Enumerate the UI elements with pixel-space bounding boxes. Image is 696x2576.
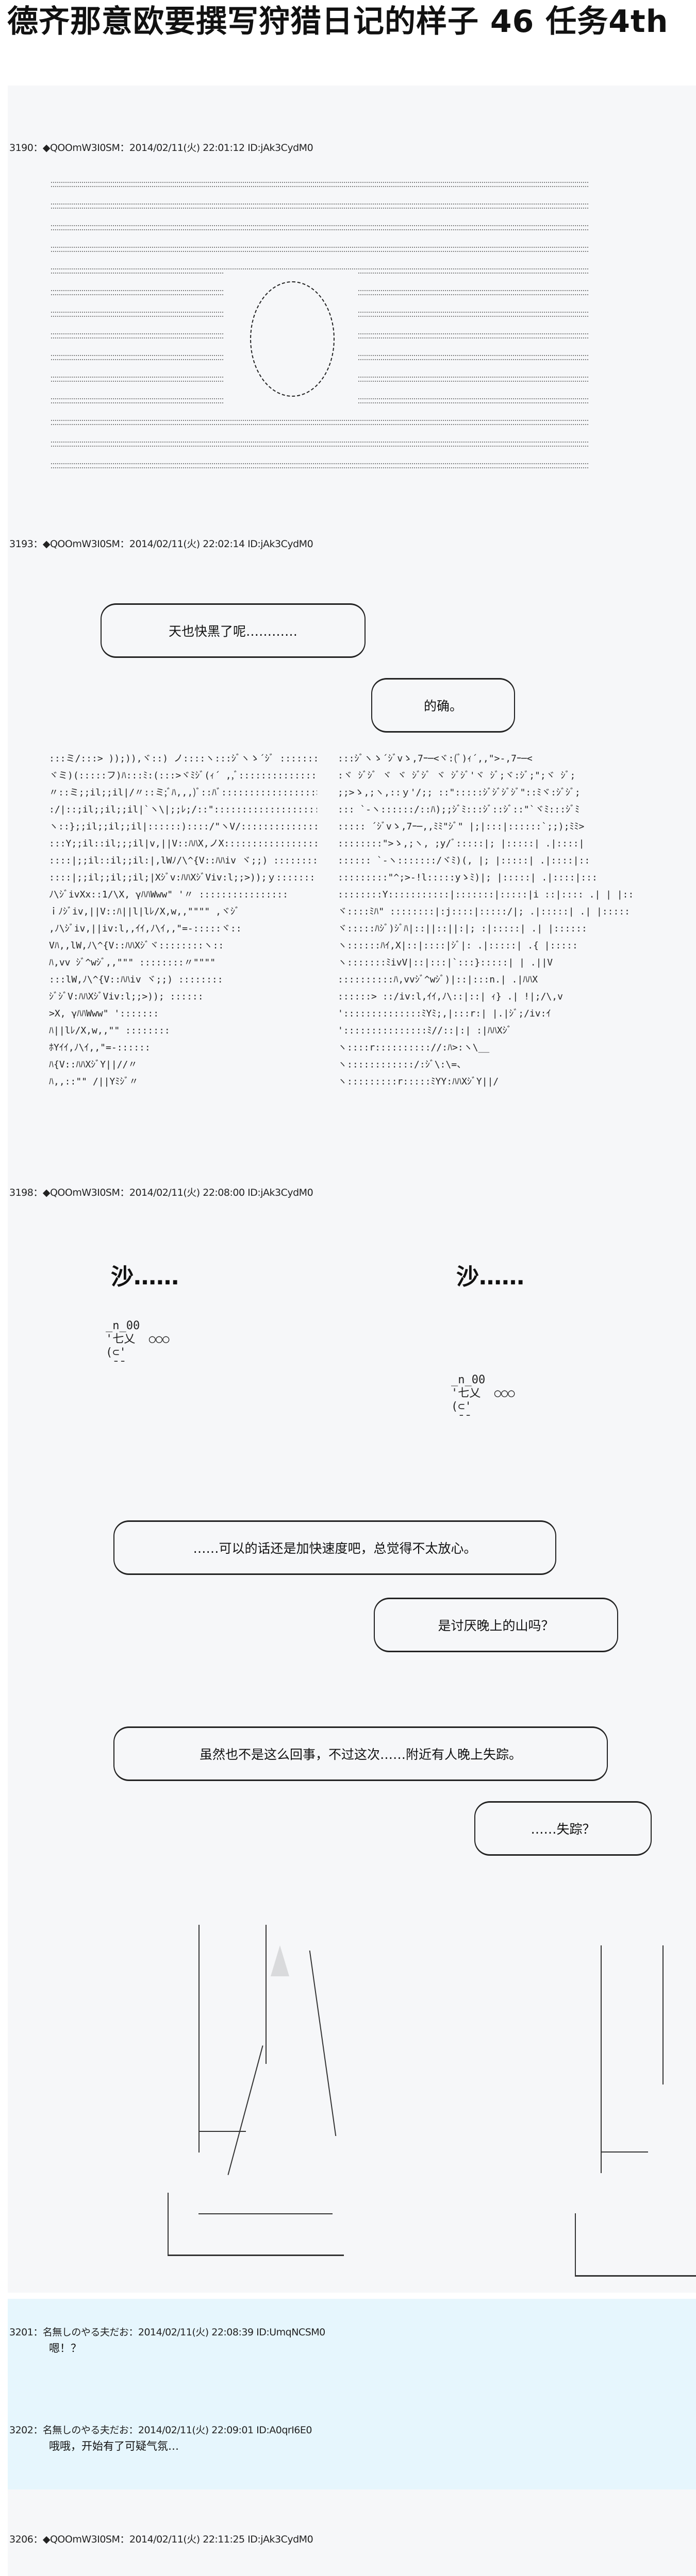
moon-icon — [250, 281, 335, 397]
sfx-rustle: 沙…… — [111, 1264, 179, 1290]
post-3190: 3190：◆QOOmW3I0SM：2014/02/11(火) 22:01:12 … — [8, 86, 696, 508]
post-3193: 3193：◆QOOmW3I0SM：2014/02/11(火) 22:02:14 … — [8, 508, 696, 1131]
post-3201: 3201：名無しのやる夫だお：2014/02/11(火) 22:08:39 ID… — [8, 2299, 696, 2395]
post-body: 哦哦，开始有了可疑气氛… — [49, 2440, 179, 2452]
speech-bubble: 虽然也不是这么回事，不过这次……附近有人晚上失踪。 — [113, 1726, 608, 1781]
walking-legs-ascii-art-left — [168, 1925, 374, 2275]
bubble-text: ……失踪？ — [531, 1822, 595, 1837]
post-3206: 3206：◆QOOmW3I0SM：2014/02/11(火) 22:11:25 … — [8, 2489, 696, 2576]
sfx-rustle: 沙…… — [456, 1264, 524, 1290]
post-header: 3190：◆QOOmW3I0SM：2014/02/11(火) 22:01:12 … — [9, 142, 313, 154]
bubble-text: 的确。 — [423, 699, 462, 714]
characters-ascii-art-right: :::ｼﾞヽゝ´ｼﾞvゝ,7ｰ─<ヾ:(ﾞ)ｨ´,,">-,7ｰ─< :ヾ ｼﾞ… — [338, 753, 634, 1087]
post-3198: 3198：◆QOOmW3I0SM：2014/02/11(火) 22:08:00 … — [8, 1131, 696, 2293]
speech-bubble: 的确。 — [371, 678, 515, 733]
bubble-text: ……可以的话还是加快速度吧，总觉得不太放心。 — [193, 1541, 477, 1556]
speech-bubble: ……可以的话还是加快速度吧，总觉得不太放心。 — [113, 1520, 556, 1575]
speech-bubble: 是讨厌晚上的山吗？ — [374, 1598, 618, 1652]
post-header: 3202：名無しのやる夫だお：2014/02/11(火) 22:09:01 ID… — [9, 2425, 312, 2436]
post-header: 3193：◆QOOmW3I0SM：2014/02/11(火) 22:02:14 … — [9, 538, 313, 550]
post-body: 嗯！？ — [49, 2342, 81, 2354]
post-3202: 3202：名無しのやる夫だお：2014/02/11(火) 22:09:01 ID… — [8, 2395, 696, 2489]
post-header: 3206：◆QOOmW3I0SM：2014/02/11(火) 22:11:25 … — [9, 2534, 313, 2545]
page-title: 德齐那意欧要撰写狩猎日记的样子 46 任务4th — [7, 4, 669, 40]
characters-ascii-art-left: :::ミ/:::> ));)),ヾ::) ノ::::ヽ:::ｼﾞヽゝ´ｼﾞ ::… — [49, 753, 317, 1087]
sfx-small-left: _n_00 '七乂 ○○○ (⊂' ̄ ̄ — [106, 1319, 170, 1372]
bubble-text: 虽然也不是这么回事，不过这次……附近有人晚上失踪。 — [199, 1747, 522, 1762]
bubble-text: 是讨厌晚上的山吗？ — [438, 1618, 554, 1633]
walking-legs-ascii-art-right — [575, 1945, 696, 2296]
speech-bubble: ……失踪？ — [474, 1801, 652, 1856]
post-header: 3201：名無しのやる夫だお：2014/02/11(火) 22:08:39 ID… — [9, 2327, 325, 2338]
speech-bubble: 天也快黑了呢………… — [101, 603, 366, 658]
sfx-small-right: _n_00 '七乂 ○○○ (⊂' ̄ ̄ — [451, 1374, 515, 1427]
bubble-text: 天也快黑了呢………… — [168, 624, 297, 639]
post-header: 3198：◆QOOmW3I0SM：2014/02/11(火) 22:08:00 … — [9, 1187, 313, 1198]
